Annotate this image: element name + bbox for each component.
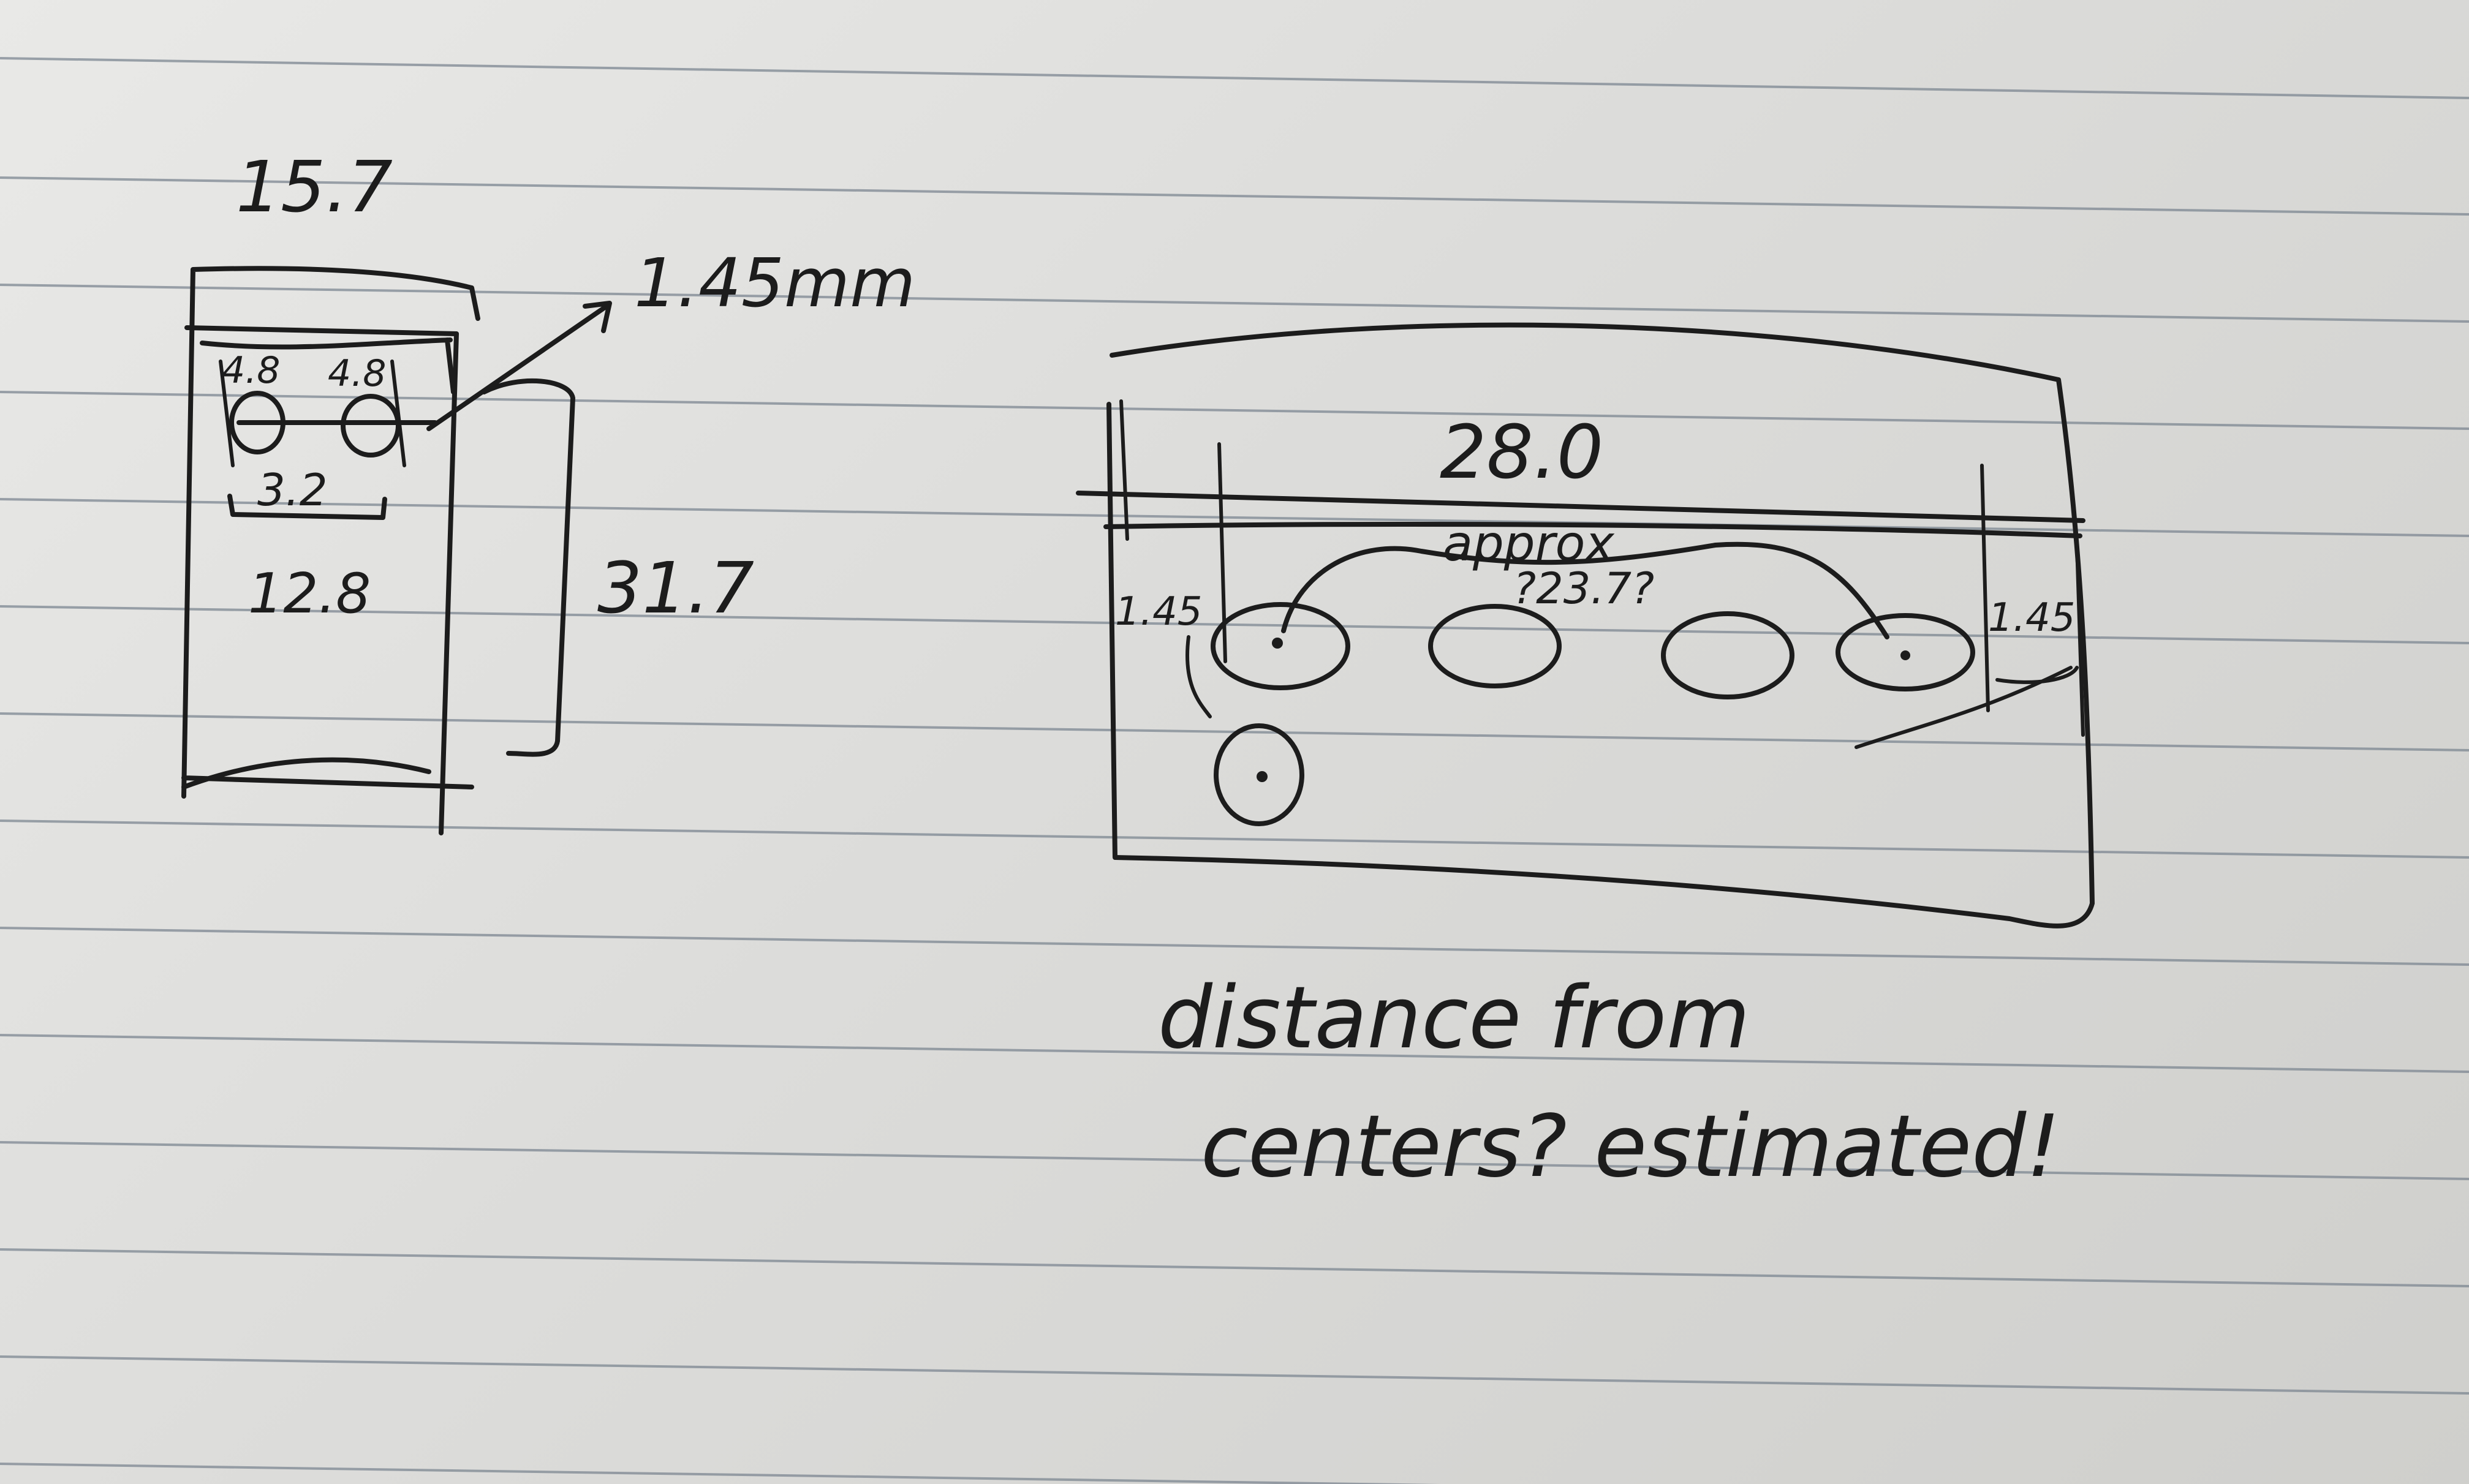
- left-sketch: 15.7 1.45mm 4.8 4.8 3.2 12.8 31.7: [181, 146, 915, 835]
- right-hole-1: [1211, 602, 1350, 690]
- right-hole-3: [1661, 611, 1794, 699]
- center-dot-extra: [1257, 771, 1268, 782]
- approx-value-label: ?23.7?: [1513, 563, 1654, 614]
- height-label: 31.7: [597, 548, 754, 630]
- thickness-label: 1.45mm: [634, 244, 915, 322]
- hole-label-left: 4.8: [222, 349, 280, 392]
- spacing-bracket: [227, 494, 387, 520]
- ruled-lines: [0, 57, 2469, 1484]
- margin-arrows: [1185, 635, 2079, 749]
- extra-hole: [1214, 723, 1304, 826]
- center-dot-4: [1900, 650, 1910, 660]
- center-dot-1: [1272, 638, 1283, 649]
- width-label: 15.7: [236, 146, 393, 228]
- right-margin-label: 1.45: [1988, 595, 2076, 641]
- right-top-band: [1076, 491, 2085, 538]
- hole-spacing-label: 3.2: [257, 464, 328, 516]
- left-part-outline: [181, 266, 480, 835]
- height-bracket: [482, 378, 575, 757]
- center-distance-arc: [1281, 541, 1889, 639]
- inner-width-label: 12.8: [248, 562, 371, 626]
- length-label: 28.0: [1440, 410, 1603, 495]
- note: distance from centers? estimated!: [1158, 968, 2060, 1197]
- hole-label-right: 4.8: [328, 352, 386, 395]
- note-line-1: distance from: [1158, 968, 1750, 1068]
- left-top-band: [184, 325, 459, 394]
- approx-label: approx: [1443, 515, 1615, 572]
- right-sketch: 28.0 approx ?23.7? 1.45 1.45: [1076, 322, 2095, 928]
- right-hole-2: [1428, 604, 1562, 688]
- note-line-2: centers? estimated!: [1201, 1097, 2060, 1197]
- thickness-arrow: [426, 301, 612, 431]
- right-part-outline: [1106, 322, 2095, 928]
- right-margin-lines: [1119, 399, 2085, 737]
- left-hole-2: [341, 394, 401, 458]
- left-margin-label: 1.45: [1115, 589, 1203, 635]
- right-hole-4: [1836, 613, 1975, 691]
